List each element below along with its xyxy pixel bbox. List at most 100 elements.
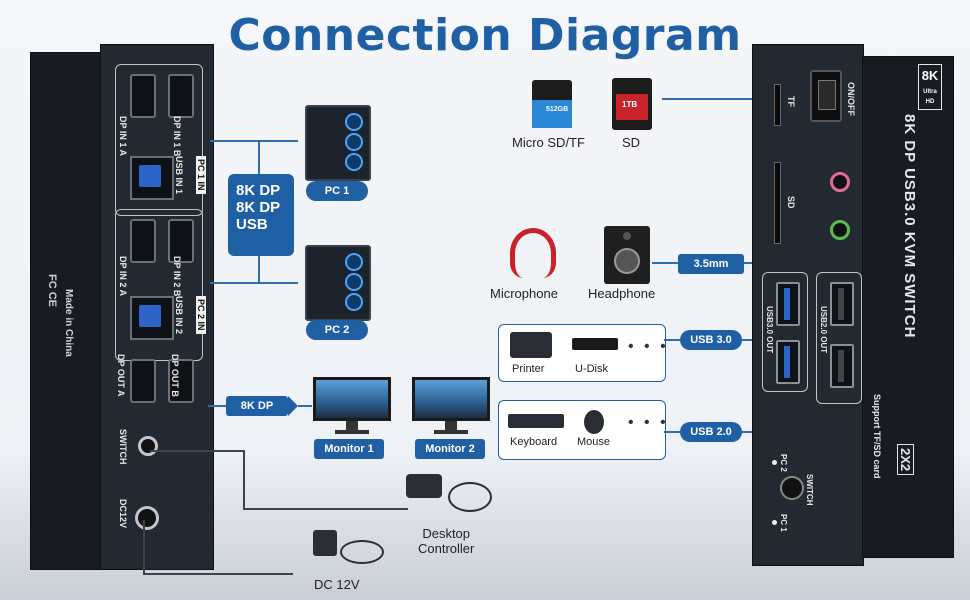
controller-wire-a	[150, 450, 245, 452]
dp-out-a-port[interactable]	[130, 359, 156, 403]
switch-button[interactable]	[780, 476, 804, 500]
usb20-wire-a	[664, 431, 680, 433]
pc1-indicator-label: PC 1	[779, 514, 788, 532]
pc1-led	[772, 520, 777, 525]
power-switch[interactable]	[810, 70, 842, 122]
printer-image	[510, 332, 552, 358]
microphone-headset-image	[510, 228, 556, 278]
switch-button-label: SWITCH	[805, 474, 814, 506]
made-in-label: Made in China	[63, 289, 74, 357]
dp-out-a-label: DP OUT A	[116, 354, 126, 397]
controller-label-line2: Controller	[418, 541, 475, 556]
dp-in-1b-label: DP IN 1 B	[172, 116, 182, 157]
pc-connection-line2: 8K DP	[236, 199, 281, 216]
logo-8k: 8K Ultra HD	[918, 64, 942, 110]
keyboard-image	[508, 414, 564, 428]
dp-out-b-label: DP OUT B	[170, 354, 180, 397]
usb20-out-port-2[interactable]	[830, 344, 854, 388]
power-cable-coil	[340, 540, 384, 564]
usb30-more: • • •	[628, 338, 669, 355]
usb20-device-group	[498, 400, 666, 460]
desktop-controller-device	[406, 474, 442, 498]
pc2-wire-a	[210, 282, 258, 284]
usb-in-2-port[interactable]	[130, 296, 174, 340]
dp-out-b-port[interactable]	[168, 359, 194, 403]
pc1-wire-b	[258, 140, 260, 174]
usb20-link-label: USB 2.0	[680, 422, 742, 442]
mouse-label: Mouse	[577, 436, 611, 448]
dp-in-1b-port[interactable]	[168, 74, 194, 118]
controller-label-line1: Desktop	[422, 526, 471, 541]
dc-power-jack[interactable]	[135, 506, 159, 530]
page-title: Connection Diagram	[228, 10, 742, 61]
usb30-out-label: USB3.0 OUT	[765, 306, 774, 354]
headphone-jack[interactable]	[830, 172, 850, 192]
pc-connection-line3: USB	[236, 216, 268, 233]
model-badge: 2X2	[897, 444, 914, 476]
pc1-port-group	[115, 64, 203, 216]
u-disk-image	[572, 338, 618, 350]
device-side-face	[30, 52, 102, 570]
sd-slot-label: SD	[786, 196, 796, 209]
pc1-wire-a	[210, 140, 258, 142]
dp-in-2a-label: DP IN 2 A	[118, 256, 128, 297]
cert-marks: FC CE	[46, 274, 58, 307]
sd-slot[interactable]	[774, 162, 781, 244]
controller-wire-c	[243, 508, 408, 510]
power-adapter-image	[313, 530, 337, 556]
dp-in-2a-port[interactable]	[130, 219, 156, 263]
sd-label: SD	[622, 135, 641, 150]
pc2-led	[772, 460, 777, 465]
sd-capacity: 1TB	[622, 100, 638, 109]
micro-sd-card-image: 512GB	[532, 80, 572, 128]
sd-card-image: 1TB	[612, 78, 652, 130]
dp-in-2b-label: DP IN 2 B	[172, 256, 182, 297]
usb20-out-port-1[interactable]	[830, 282, 854, 326]
usb30-out-port-1[interactable]	[776, 282, 800, 326]
pc2-tower-image	[305, 245, 371, 321]
controller-wire-b	[243, 450, 245, 508]
right-device-side-face	[862, 56, 954, 558]
usb20-out-group	[816, 272, 862, 404]
logo-8k-text: 8K	[921, 68, 939, 83]
pc2-indicator-label: PC 2	[779, 454, 788, 472]
pc2-wire-b	[258, 256, 260, 284]
power-wire-b	[143, 573, 293, 575]
dp-in-1a-label: DP IN 1 A	[118, 116, 128, 157]
pc1-in-label: PC 1 IN	[196, 156, 206, 194]
kvm-back-panel: Made in China FC CE DP IN 1 A DP IN 1 B …	[30, 44, 218, 572]
usb30-link-label: USB 3.0	[680, 330, 742, 350]
usb30-out-port-2[interactable]	[776, 340, 800, 384]
dp-out-wire-a	[208, 405, 232, 407]
pc2-port-group	[115, 209, 203, 361]
speaker-image	[604, 226, 650, 284]
pc2-label: PC 2	[306, 320, 368, 340]
tf-slot[interactable]	[774, 84, 781, 126]
switch-jack[interactable]	[138, 436, 158, 456]
usb30-out-group	[762, 272, 808, 392]
tf-label: TF	[786, 96, 796, 107]
dp-in-2b-port[interactable]	[168, 219, 194, 263]
usb20-more: • • •	[628, 414, 669, 431]
pc1-tower-image	[305, 105, 371, 181]
storage-wire	[662, 98, 787, 100]
power-label: DC 12V	[314, 577, 360, 592]
pc2-wire-c	[258, 282, 298, 284]
audio-wire-a	[652, 262, 678, 264]
microphone-jack[interactable]	[830, 220, 850, 240]
micro-sd-capacity: 512GB	[546, 106, 569, 113]
dp-in-1a-port[interactable]	[130, 74, 156, 118]
onoff-label: ON/OFF	[846, 82, 856, 116]
microphone-label: Microphone	[490, 286, 558, 301]
product-name: 8K DP USB3.0 KVM SWITCH	[901, 114, 918, 339]
audio-link-label: 3.5mm	[678, 254, 744, 274]
logo-8k-sub: Ultra HD	[923, 89, 937, 105]
kvm-front-panel: 8K Ultra HD 8K DP USB3.0 KVM SWITCH 2X2 …	[752, 44, 954, 566]
pc1-wire-c	[258, 140, 298, 142]
usb30-wire-a	[664, 339, 680, 341]
switch-port-label: SWITCH	[118, 429, 128, 465]
u-disk-label: U-Disk	[575, 363, 608, 375]
pc1-label: PC 1	[306, 181, 368, 201]
usb-in-1-port[interactable]	[130, 156, 174, 200]
output-link-label: 8K DP	[226, 396, 288, 416]
